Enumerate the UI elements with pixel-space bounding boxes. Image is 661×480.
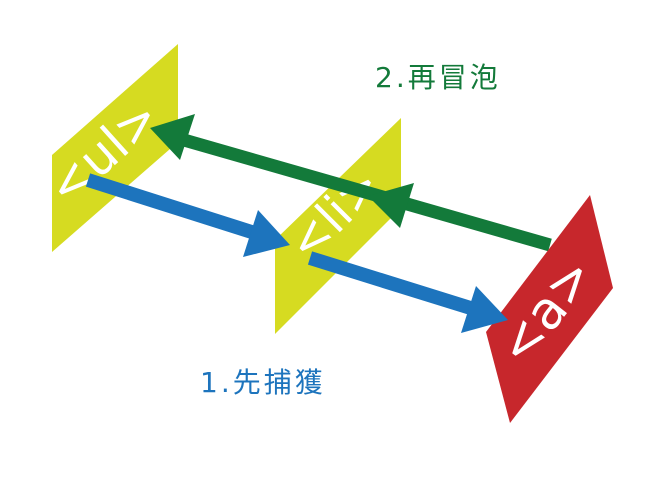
bubble-phase-label: 2.再冒泡 (375, 61, 501, 94)
ul-panel-shape (52, 44, 178, 252)
li-element-panel: <li> (275, 118, 401, 334)
capture-arrow-head-li (243, 210, 290, 257)
bubble-arrow (150, 114, 552, 252)
capture-arrow-head-a (461, 286, 508, 333)
capture-arrow-shaft-2 (307, 251, 480, 317)
a-panel-shape (486, 195, 613, 423)
li-panel-shape (275, 118, 401, 334)
capture-arrow-segment-2 (307, 251, 508, 333)
bubble-arrow-head-ul (150, 114, 195, 160)
ul-element-panel: <ul> (36, 44, 178, 252)
capture-phase-label: 1.先捕獲 (200, 366, 326, 399)
capture-arrow-shaft-1 (85, 173, 261, 241)
bubble-arrow-shaft (168, 129, 552, 252)
bubble-arrow-head-li (368, 183, 414, 228)
capture-arrow-segment-1 (85, 173, 290, 257)
